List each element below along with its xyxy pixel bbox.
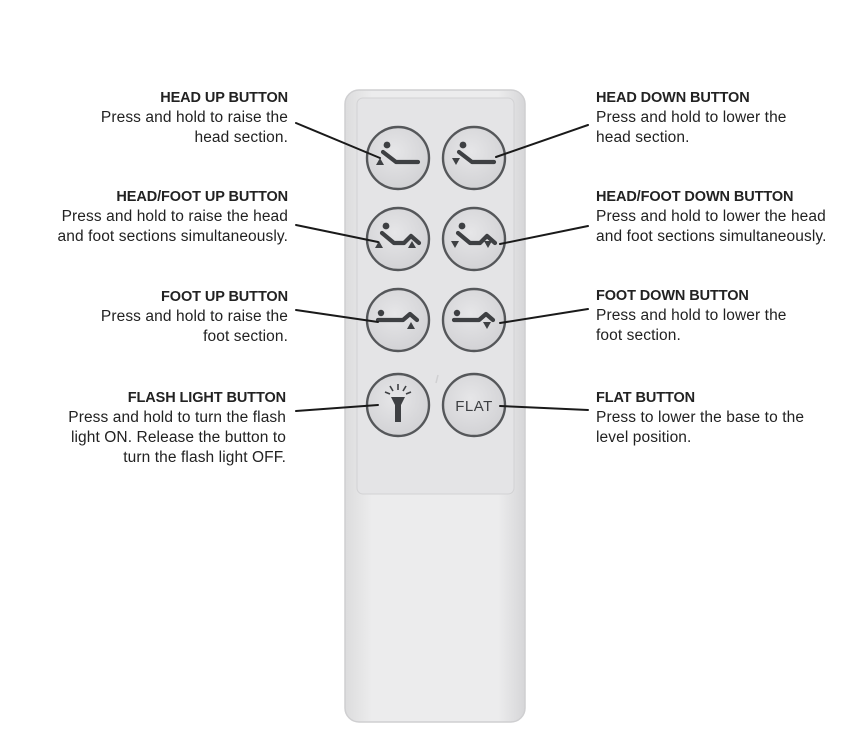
head-foot-up-icon [375, 222, 422, 248]
foot-down-icon [451, 309, 496, 329]
head-foot-down-callout: HEAD/FOOT DOWN BUTTON Press and hold to … [596, 187, 858, 247]
leader-foot-down [499, 308, 589, 324]
led-indicator [435, 374, 439, 384]
foot-down-button[interactable] [441, 287, 507, 353]
head-down-description: Press and hold to lower the head section… [596, 109, 787, 146]
flash-light-title: FLASH LIGHT BUTTON [127, 390, 286, 406]
foot-down-callout: FOOT DOWN BUTTON Press and hold to lower… [596, 286, 858, 346]
head-foot-down-title: HEAD/FOOT DOWN BUTTON [596, 189, 794, 205]
head-up-button[interactable] [365, 125, 431, 191]
head-foot-up-description: Press and hold to raise the head and foo… [57, 208, 288, 245]
leader-foot-up [295, 309, 379, 323]
head-foot-up-button[interactable] [365, 206, 431, 272]
leader-headfoot-up [295, 224, 379, 243]
leader-flash [295, 404, 379, 412]
head-foot-down-icon [451, 222, 498, 248]
foot-up-title: FOOT UP BUTTON [161, 289, 288, 305]
head-foot-up-callout: HEAD/FOOT UP BUTTON Press and hold to ra… [20, 187, 289, 247]
head-up-title: HEAD UP BUTTON [160, 90, 288, 106]
head-foot-down-button[interactable] [441, 206, 507, 272]
head-up-description: Press and hold to raise the head section… [100, 109, 288, 146]
head-up-icon [376, 141, 421, 165]
head-down-title: HEAD DOWN BUTTON [596, 90, 750, 106]
leader-headfoot-down [499, 225, 589, 245]
foot-down-title: FOOT DOWN BUTTON [596, 288, 749, 304]
flat-button[interactable]: FLAT [441, 372, 507, 438]
flash-light-description: Press and hold to turn the flash light O… [68, 409, 286, 466]
flat-title: FLAT BUTTON [596, 390, 696, 406]
flash-light-button[interactable] [365, 372, 431, 438]
flat-description: Press to lower the base to the level pos… [596, 409, 805, 446]
head-down-callout: HEAD DOWN BUTTON Press and hold to lower… [596, 88, 858, 148]
foot-up-button[interactable] [365, 287, 431, 353]
head-up-callout: HEAD UP BUTTON Press and hold to raise t… [40, 88, 288, 148]
flat-callout: FLAT BUTTON Press to lower the base to t… [596, 388, 858, 448]
foot-up-description: Press and hold to raise the foot section… [100, 308, 288, 345]
foot-up-callout: FOOT UP BUTTON Press and hold to raise t… [40, 287, 288, 347]
head-down-icon [452, 141, 497, 165]
head-down-button[interactable] [441, 125, 507, 191]
flash-light-callout: FLASH LIGHT BUTTON Press and hold to tur… [20, 388, 286, 468]
foot-down-description: Press and hold to lower the foot section… [596, 307, 787, 344]
leader-head-up [295, 122, 381, 159]
flashlight-icon [384, 384, 412, 422]
leader-flat [499, 405, 589, 411]
foot-up-icon [375, 309, 420, 329]
flat-button-label: FLAT [455, 398, 493, 415]
head-foot-up-title: HEAD/FOOT UP BUTTON [116, 189, 288, 205]
leader-head-down [495, 124, 589, 158]
head-foot-down-description: Press and hold to lower the head and foo… [596, 208, 827, 245]
